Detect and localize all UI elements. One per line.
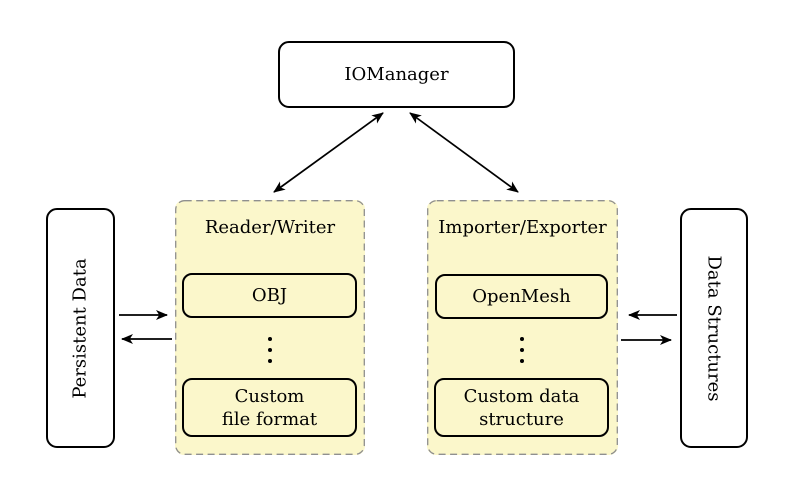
node-obj: OBJ	[182, 273, 357, 318]
node-data-structures: Data Structures	[680, 208, 748, 448]
node-custom-data-structure: Custom data structure	[434, 378, 609, 437]
node-openmesh: OpenMesh	[435, 274, 608, 319]
arrow-iomanager-reader-writer	[273, 112, 384, 193]
vertical-ellipsis-icon	[520, 337, 524, 363]
node-custom-file-format-label: Custom file format	[221, 385, 318, 430]
reader-writer-group-title: Reader/Writer	[204, 217, 336, 238]
importer-exporter-group-title: Importer/Exporter	[438, 217, 607, 238]
node-iomanager-label: IOManager	[344, 64, 449, 85]
arrow-iomanager-importer-exporter	[409, 112, 519, 193]
node-custom-data-structure-label: Custom data structure	[463, 385, 580, 430]
node-iomanager: IOManager	[278, 41, 515, 108]
reader-writer-group-border	[175, 200, 365, 455]
vertical-ellipsis-icon	[268, 337, 272, 363]
node-persistent-data-label: Persistent Data	[70, 257, 92, 399]
node-persistent-data: Persistent Data	[46, 208, 115, 448]
node-obj-label: OBJ	[251, 285, 288, 306]
node-custom-file-format: Custom file format	[182, 378, 357, 437]
node-data-structures-label: Data Structures	[703, 254, 725, 402]
importer-exporter-group-border	[427, 200, 618, 455]
node-openmesh-label: OpenMesh	[472, 286, 571, 307]
